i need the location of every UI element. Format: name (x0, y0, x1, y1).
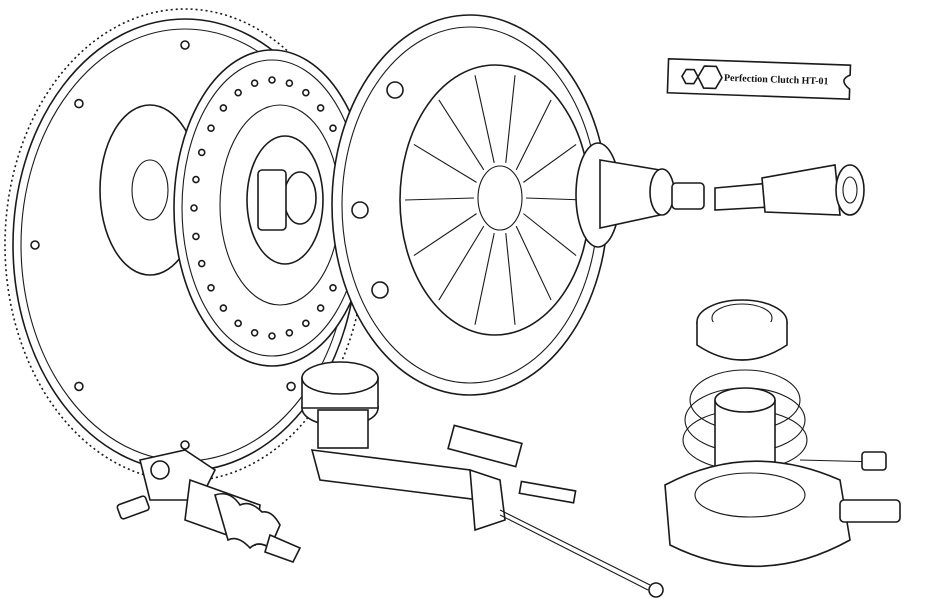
diaphragm-finger (505, 75, 516, 163)
release-bearing (575, 142, 705, 248)
disc-rivet (302, 319, 310, 328)
disc-rivet (234, 88, 242, 97)
disc-rivet (329, 124, 337, 132)
diaphragm-finger (413, 213, 477, 256)
disc-rivet (219, 304, 228, 312)
diaphragm-finger (505, 233, 516, 325)
diaphragm-finger (474, 232, 495, 325)
disc-rivet (329, 284, 337, 292)
flywheel-bolt-hole (30, 240, 40, 250)
diaphragm-finger (525, 197, 586, 201)
diaphragm-finger (523, 213, 577, 256)
clutch-slave-cylinder (116, 449, 302, 563)
flywheel-bolt-hole (180, 40, 190, 50)
disc-rivet (192, 232, 200, 241)
input-shaft (714, 164, 865, 216)
disc-rivet (302, 88, 310, 97)
disc-rivet (197, 148, 206, 157)
diaphragm-finger (413, 143, 477, 183)
diaphragm-finger (523, 144, 577, 183)
diaphragm-finger (515, 99, 552, 171)
disc-rivet (250, 328, 259, 337)
flywheel-bolt-hole (286, 381, 296, 392)
clutch-disc (173, 49, 371, 367)
diaphragm-finger (474, 75, 495, 164)
disc-rivet (285, 79, 294, 88)
concentric-slave-cylinder (664, 299, 901, 568)
flywheel-bolt-hole (74, 98, 84, 109)
disc-rivet (234, 319, 242, 328)
flywheel-bolt-hole (74, 381, 84, 392)
disc-rivet (190, 204, 198, 212)
disc-rivet (192, 175, 200, 184)
disc-rivet (268, 332, 276, 340)
flywheel-bolt-hole (180, 440, 190, 450)
disc-rivet (207, 284, 215, 292)
disc-rivet (207, 124, 215, 132)
clutch-master-cylinder (301, 361, 664, 598)
alignment-tool-label: Perfection Clutch HT-01 (724, 73, 829, 88)
disc-rivet (250, 79, 259, 88)
diaphragm-finger (515, 225, 552, 301)
disc-rivet (316, 104, 325, 112)
diaphragm-finger (404, 197, 475, 201)
disc-rivet (219, 104, 228, 112)
disc-rivet (197, 259, 206, 268)
alignment-tool: Perfection Clutch HT-01 (666, 57, 852, 100)
disc-rivet (268, 76, 276, 84)
disc-rivet (316, 304, 325, 312)
diaphragm-finger (438, 99, 485, 171)
diaphragm-finger (438, 225, 485, 301)
pressure-plate (331, 14, 609, 396)
disc-rivet (285, 328, 294, 337)
